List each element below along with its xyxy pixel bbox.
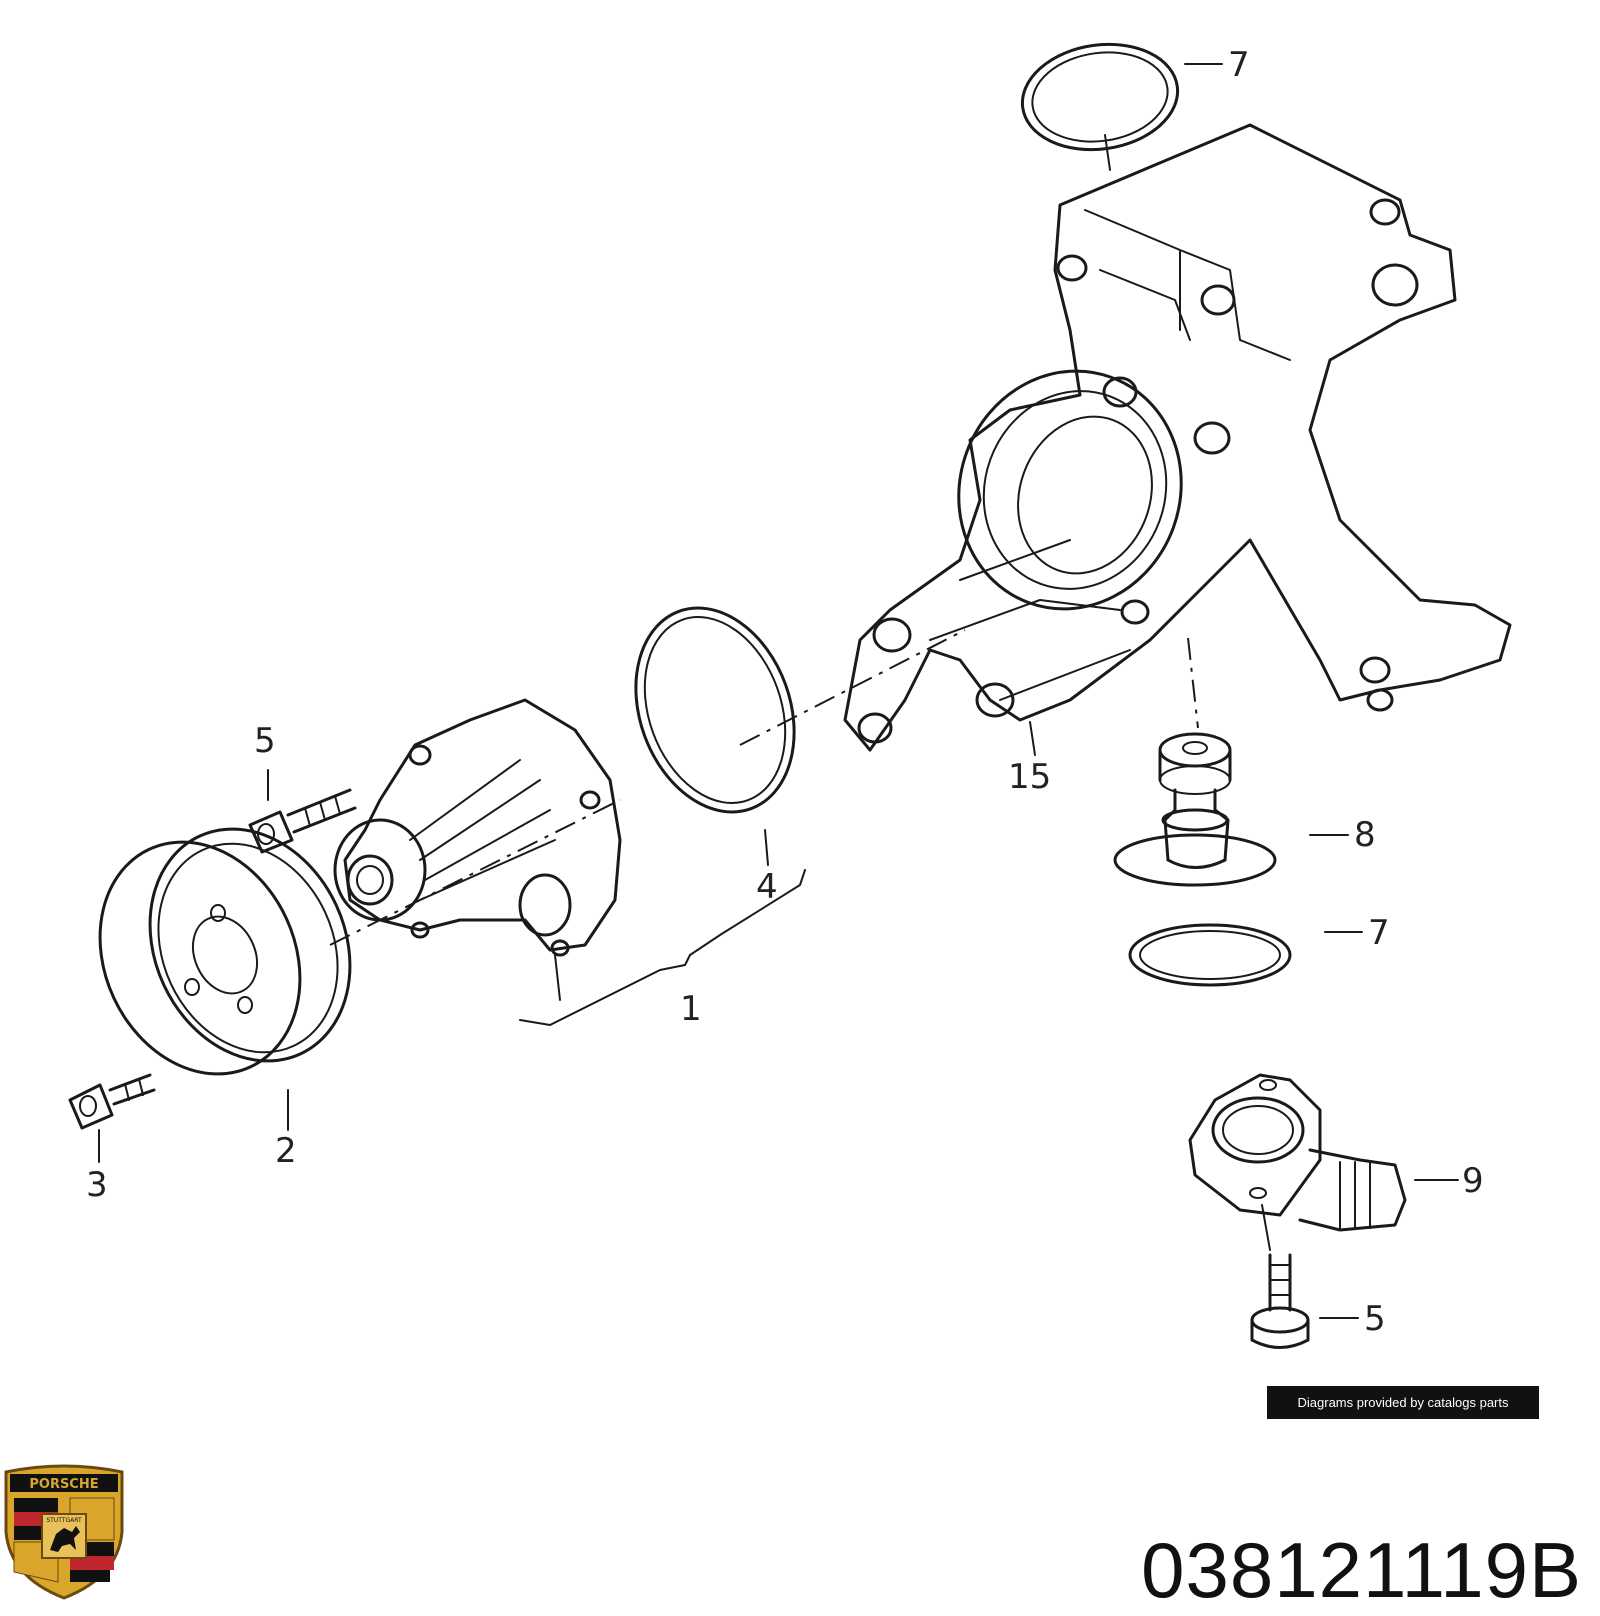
callout-7: 7: [1228, 45, 1250, 85]
callout-5-lower: 5: [1364, 1299, 1386, 1339]
bolt-pulley: [68, 1073, 156, 1163]
callout-2: 2: [275, 1131, 297, 1171]
o-ring-lower: [1128, 923, 1292, 987]
bolt-flange-lower: [1250, 1253, 1310, 1349]
pump-pulley: [98, 827, 352, 1131]
coolant-flange: [1188, 1073, 1407, 1251]
callout-7-lower: 7: [1368, 913, 1390, 953]
drain-axis-line: [1187, 637, 1199, 729]
callout-1-bracket: [519, 869, 806, 1026]
water-pump: [333, 698, 622, 1001]
pump-gasket: [634, 606, 796, 866]
callout-15: 15: [1008, 757, 1051, 797]
porsche-crest-logo: PORSCHE STUTTGART: [4, 1464, 124, 1600]
part-number: 038121119B: [1141, 1526, 1582, 1614]
o-ring-top: [1020, 42, 1180, 171]
callout-3: 3: [86, 1165, 108, 1205]
bolt-pump-upper: [248, 769, 357, 854]
callout-1: 1: [680, 989, 702, 1029]
svg-text:PORSCHE: PORSCHE: [29, 1477, 98, 1492]
callout-5: 5: [254, 721, 276, 761]
leader-lines: [1184, 63, 1459, 1319]
callout-8: 8: [1354, 815, 1376, 855]
diagram-credit-label: Diagrams provided by catalogs parts: [1267, 1386, 1539, 1419]
pump-housing-bracket: [843, 123, 1512, 756]
callout-9: 9: [1462, 1161, 1484, 1201]
thermostat: [1113, 732, 1277, 887]
svg-text:STUTTGART: STUTTGART: [46, 1517, 82, 1524]
callout-4: 4: [756, 867, 778, 907]
